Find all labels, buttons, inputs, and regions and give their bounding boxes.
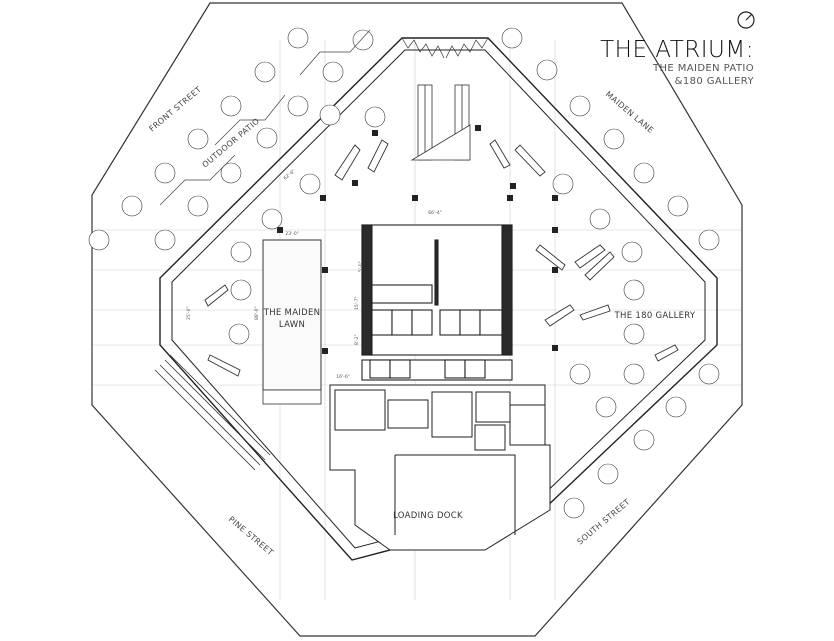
street-label-pine: PINE STREET xyxy=(227,515,275,558)
dim-core-b: 15'-7" xyxy=(354,296,360,310)
page-title: THE ATRIUM: xyxy=(600,37,754,63)
planter-lines xyxy=(159,29,371,206)
subtitle-line-1: THE MAIDEN PATIO xyxy=(652,63,754,74)
zone-label-loading-dock: LOADING DOCK xyxy=(393,511,463,521)
north-arrow-icon xyxy=(737,11,755,29)
lawn-stage xyxy=(262,389,322,405)
zone-label-lawn-2: LAWN xyxy=(279,320,305,330)
zone-label-gallery: THE 180 GALLERY xyxy=(614,311,696,321)
dim-left-c: 16'-6" xyxy=(336,374,350,380)
bike-racks xyxy=(154,354,271,471)
gallery-walls xyxy=(204,139,679,377)
dim-core-c: 8'-2" xyxy=(354,334,360,345)
columns xyxy=(277,125,558,354)
building-core xyxy=(361,224,513,381)
dim-top: 66'-4" xyxy=(428,210,442,216)
dim-core-a: 5'-0" xyxy=(358,261,364,272)
escalators xyxy=(410,84,471,161)
maiden-lawn xyxy=(262,239,322,391)
street-label-south: SOUTH STREET xyxy=(576,497,632,546)
title-block: THE ATRIUM: THE MAIDEN PATIO &180 GALLER… xyxy=(600,38,754,88)
zone-label-lawn-1: THE MAIDEN xyxy=(263,308,321,318)
zone-label-outdoor-patio: OUTDOOR PATIO xyxy=(201,116,262,169)
envelope-truss xyxy=(401,37,489,59)
site-boundary xyxy=(91,2,743,637)
trees xyxy=(88,27,720,519)
dim-side: 25'-0" xyxy=(186,306,192,320)
subtitle-line-2: &180 GALLERY xyxy=(674,76,754,87)
dim-left-b: 88'-0" xyxy=(254,306,260,320)
dim-left-a: 23'-0" xyxy=(285,231,299,237)
service-area xyxy=(329,384,551,551)
street-label-maiden: MAIDEN LANE xyxy=(604,90,656,135)
